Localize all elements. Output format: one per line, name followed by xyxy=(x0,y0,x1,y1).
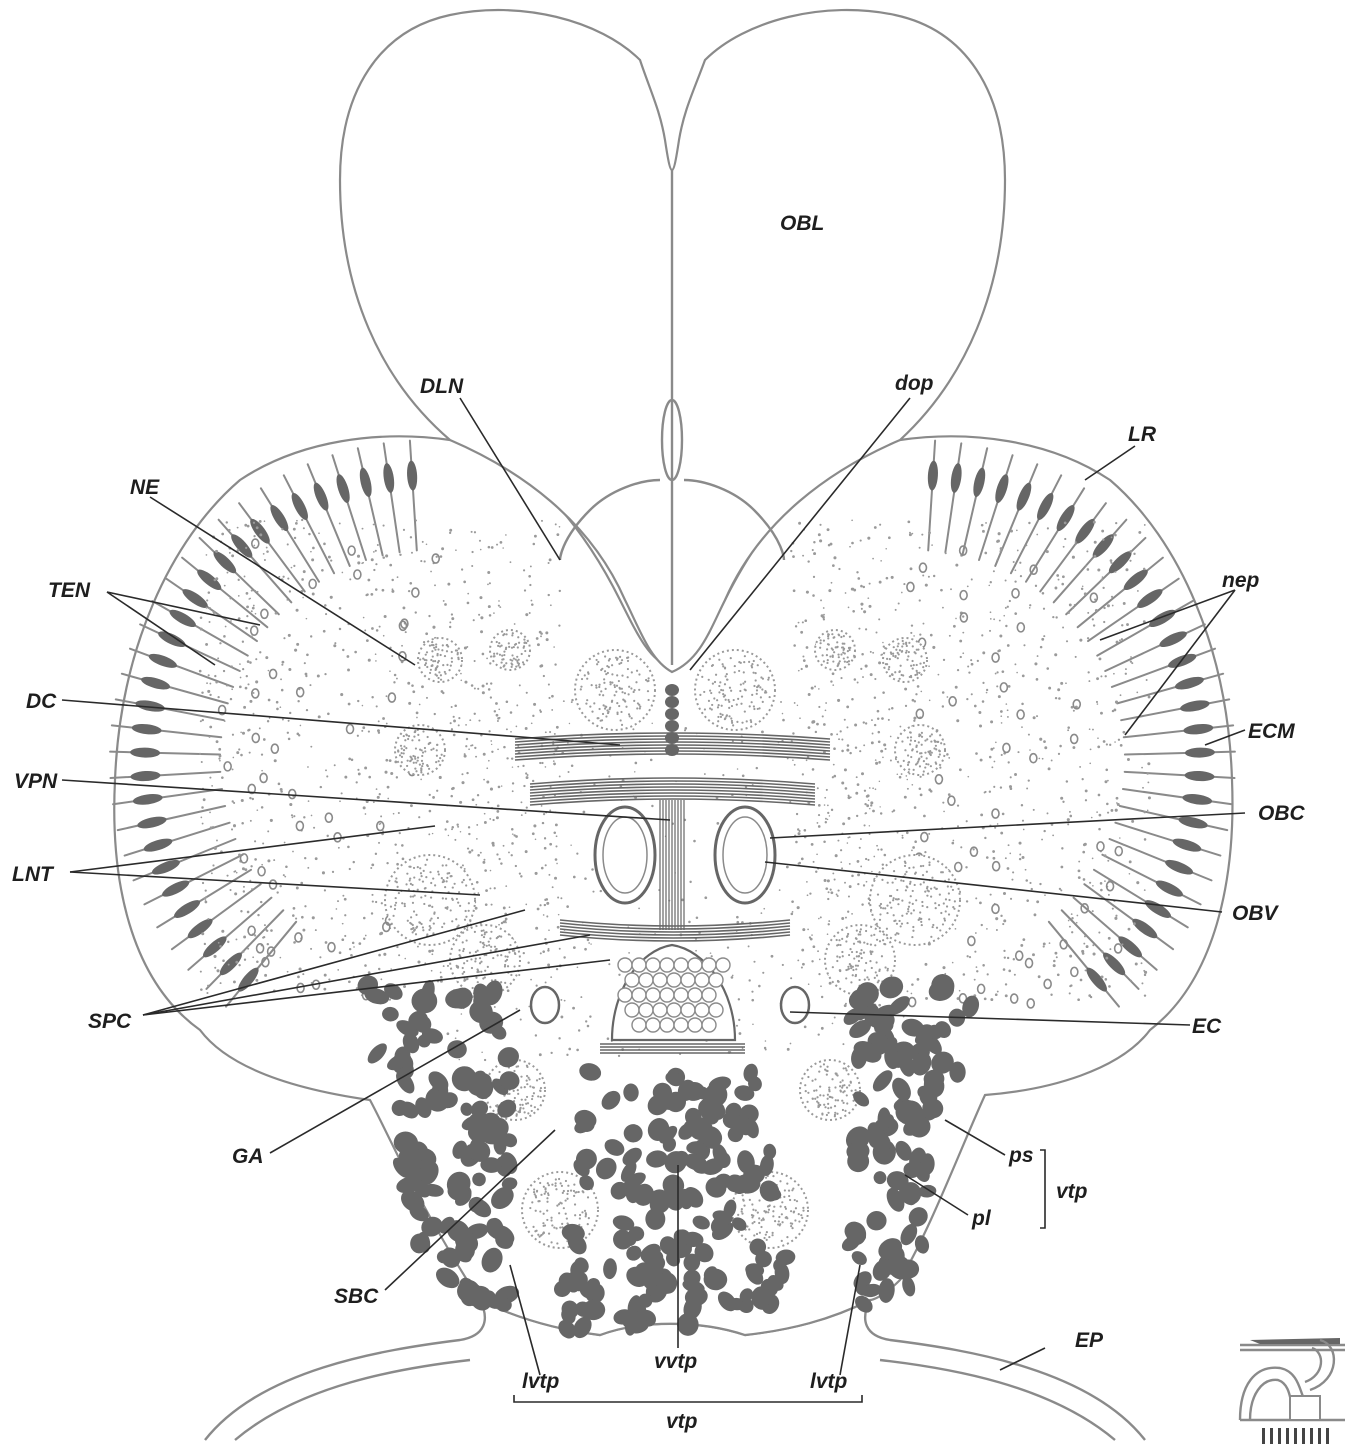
ep-inner-contour-right xyxy=(880,1360,1115,1440)
label-lnt: LNT xyxy=(12,863,55,886)
label-dln: DLN xyxy=(420,375,464,398)
label-ne: NE xyxy=(130,476,160,499)
label-pl: pl xyxy=(971,1207,992,1230)
label-ec: EC xyxy=(1192,1015,1222,1038)
label-ten: TEN xyxy=(48,579,91,602)
label-spc: SPC xyxy=(88,1010,132,1033)
orientation-inset xyxy=(1240,1338,1345,1444)
label-obl: OBL xyxy=(780,212,824,235)
label-vvtp: vvtp xyxy=(654,1350,697,1373)
label-lvtp-left: lvtp xyxy=(522,1370,560,1393)
label-dop: dop xyxy=(895,372,934,395)
ec-right xyxy=(781,987,809,1023)
label-ecm: ECM xyxy=(1248,720,1295,743)
label-vtp-bottom: vtp xyxy=(666,1410,698,1433)
label-ps: ps xyxy=(1008,1144,1034,1167)
label-dc: DC xyxy=(26,690,57,713)
label-obv: OBV xyxy=(1232,902,1280,925)
label-obc: OBC xyxy=(1258,802,1306,825)
ep-inner-contour xyxy=(235,1360,470,1440)
label-ep: EP xyxy=(1075,1329,1104,1352)
label-sbc: SBC xyxy=(334,1285,379,1308)
obv-left-inner xyxy=(603,817,647,893)
label-vtp-right: vtp xyxy=(1056,1180,1088,1203)
label-lr: LR xyxy=(1128,423,1157,446)
label-ga: GA xyxy=(232,1145,264,1168)
label-lvtp-right: lvtp xyxy=(810,1370,848,1393)
label-nep: nep xyxy=(1222,569,1260,592)
obv-right-inner xyxy=(723,817,767,893)
label-vpn: VPN xyxy=(14,770,58,793)
ec-left xyxy=(531,987,559,1023)
